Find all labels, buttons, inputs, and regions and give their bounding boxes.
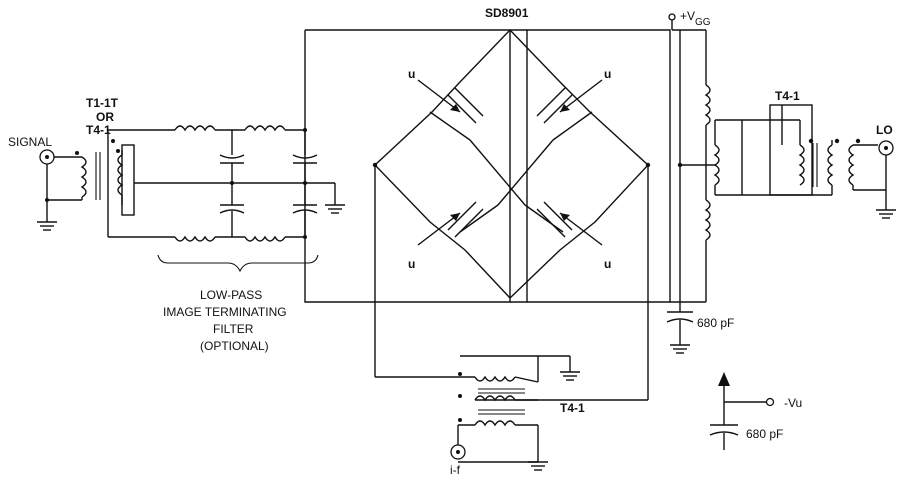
- gate-label-q2: u: [604, 67, 611, 81]
- vu-cap-label: 680 pF: [746, 427, 783, 441]
- gate-label-q3: u: [408, 257, 415, 271]
- filter-label-2: IMAGE TERMINATING: [163, 305, 287, 319]
- low-pass-filter: [157, 125, 345, 273]
- vgg-label: +VGG: [680, 9, 711, 28]
- fet-ring: [372, 29, 651, 299]
- if-transformer-label: T4-1: [560, 401, 585, 415]
- vgg-cap-label: 680 pF: [697, 316, 734, 330]
- vu-label: -Vu: [784, 396, 802, 410]
- signal-input: [37, 149, 87, 231]
- fet-q1: [417, 79, 484, 124]
- signal-port-label: SIGNAL: [8, 135, 52, 149]
- fet-q2: [536, 79, 603, 124]
- filter-label-1: LOW-PASS: [200, 288, 262, 302]
- if-transformer: [374, 165, 649, 471]
- part-number-label: SD8901: [485, 6, 529, 20]
- filter-label-3: FILTER: [213, 322, 254, 336]
- lo-transformer: [713, 104, 896, 219]
- ring-enclosure: [304, 29, 671, 303]
- fet-q4: [536, 201, 603, 246]
- input-transformer-label-3: T4-1: [86, 123, 111, 137]
- if-port-label: i-f: [450, 463, 461, 477]
- filter-label-4: (OPTIONAL): [200, 339, 269, 353]
- input-transformer-label-1: T1-1T: [86, 96, 119, 110]
- input-transformer-label-2: OR: [96, 110, 114, 124]
- gate-label-q1: u: [408, 67, 415, 81]
- gate-label-q4: u: [604, 257, 611, 271]
- lo-transformer-label: T4-1: [775, 89, 800, 103]
- vgg-rail: [666, 13, 715, 354]
- fet-q3: [417, 201, 484, 246]
- vu-bias: [709, 372, 775, 450]
- input-transformer: [95, 129, 335, 238]
- lo-port-label: LO: [876, 123, 893, 137]
